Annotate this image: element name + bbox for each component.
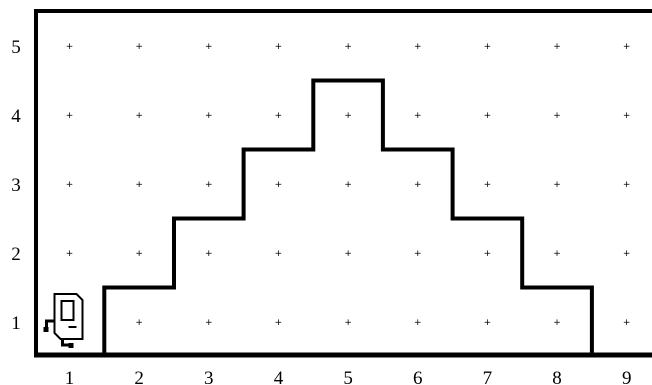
corner-marker: + — [553, 318, 561, 328]
axis-labels: 1 2 3 4 5 6 7 8 9 1 2 3 4 5 — [11, 37, 631, 385]
avenue-label-4: 4 — [274, 368, 284, 385]
corner-marker: + — [553, 249, 561, 259]
corner-marker: + — [414, 42, 422, 52]
corner-marker: + — [344, 180, 352, 190]
corner-marker: + — [66, 42, 74, 52]
corner-marker: + — [623, 111, 631, 121]
corner-marker: + — [484, 318, 492, 328]
avenue-label-9: 9 — [622, 368, 632, 385]
corner-marker: + — [135, 42, 143, 52]
corner-marker: + — [135, 111, 143, 121]
staircase-wall — [102, 78, 594, 355]
corner-marker: + — [484, 249, 492, 259]
street-label-4: 4 — [11, 106, 21, 127]
corner-marker: + — [205, 42, 213, 52]
corner-marker: + — [66, 180, 74, 190]
corner-marker: + — [344, 111, 352, 121]
corner-marker: + — [553, 111, 561, 121]
avenue-label-3: 3 — [204, 368, 214, 385]
avenue-label-6: 6 — [413, 368, 423, 385]
avenue-label-1: 1 — [65, 368, 75, 385]
corner-marker: + — [484, 42, 492, 52]
street-label-2: 2 — [11, 244, 21, 265]
robot-foot-left — [45, 319, 55, 329]
corner-marker: + — [275, 180, 283, 190]
corner-marker: + — [66, 249, 74, 259]
corner-marker: + — [205, 111, 213, 121]
corner-marker: + — [344, 318, 352, 328]
world-walls — [34, 9, 652, 358]
corner-marker: + — [205, 249, 213, 259]
avenue-label-2: 2 — [134, 368, 144, 385]
robot-foot-bottom-pad — [68, 343, 74, 348]
corner-markers: + + + + + + + + + + + + + + + + + + + + + + + + + + + + + + + + + + + + + + + +… — [66, 42, 631, 328]
corner-marker: + — [414, 180, 422, 190]
corner-marker: + — [623, 318, 631, 328]
world-boundary-wall — [34, 9, 652, 357]
corner-marker: + — [623, 42, 631, 52]
robot-foot-bottom — [61, 339, 71, 347]
karel-robot-icon[interactable] — [43, 293, 84, 348]
corner-marker: + — [414, 249, 422, 259]
corner-marker: + — [414, 111, 422, 121]
corner-marker: + — [205, 318, 213, 328]
street-label-1: 1 — [11, 313, 21, 334]
corner-marker: + — [275, 42, 283, 52]
corner-marker: + — [135, 180, 143, 190]
corner-marker: + — [135, 318, 143, 328]
corner-marker: + — [205, 180, 213, 190]
corner-marker: + — [484, 180, 492, 190]
street-label-5: 5 — [11, 37, 21, 58]
corner-marker: + — [66, 111, 74, 121]
corner-marker: + — [344, 42, 352, 52]
corner-marker: + — [484, 111, 492, 121]
corner-marker: + — [553, 180, 561, 190]
avenue-label-8: 8 — [552, 368, 562, 385]
corner-marker: + — [135, 249, 143, 259]
corner-marker: + — [344, 249, 352, 259]
corner-marker: + — [623, 249, 631, 259]
robot-foot-left-pad — [43, 327, 49, 332]
corner-marker: + — [553, 42, 561, 52]
street-label-3: 3 — [11, 175, 21, 196]
corner-marker: + — [623, 180, 631, 190]
corner-marker: + — [275, 111, 283, 121]
corner-marker: + — [275, 249, 283, 259]
robot-screen — [60, 300, 75, 321]
corner-marker: + — [414, 318, 422, 328]
avenue-label-7: 7 — [483, 368, 493, 385]
avenue-label-5: 5 — [343, 368, 353, 385]
corner-marker: + — [275, 318, 283, 328]
